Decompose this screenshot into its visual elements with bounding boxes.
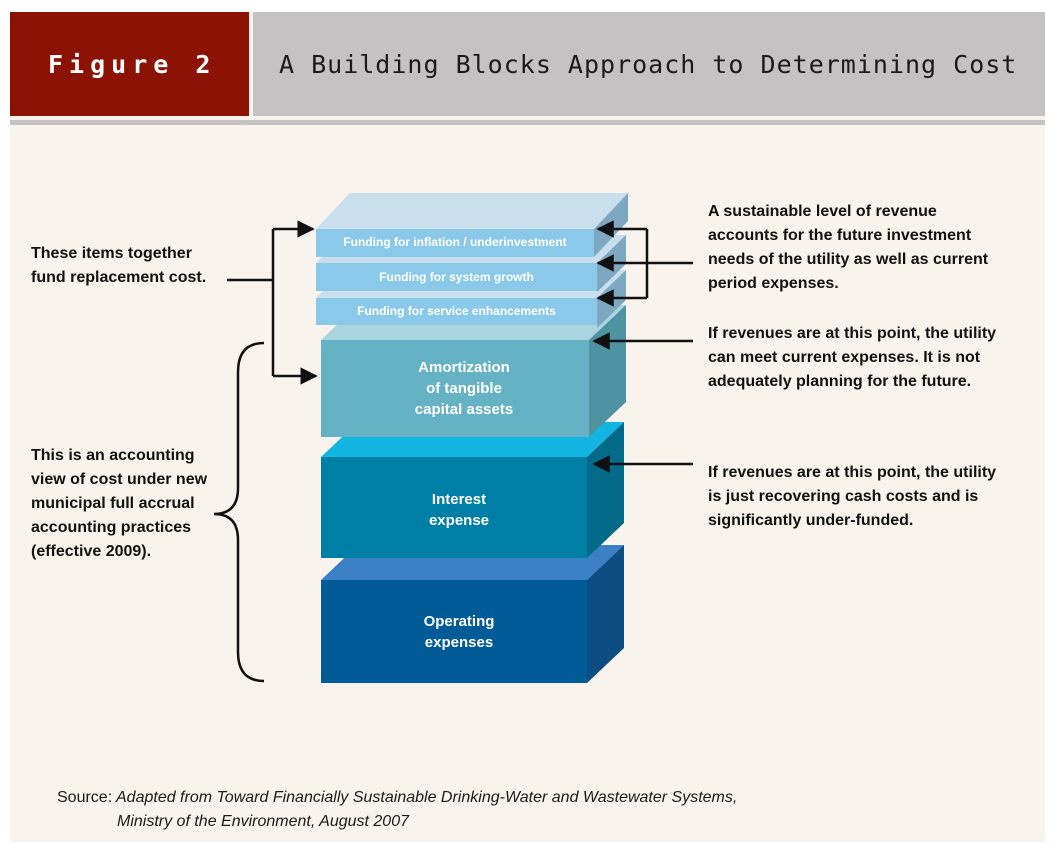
block-growth-label: Funding for system growth	[379, 270, 534, 284]
block-operating-label: Operating expenses	[423, 613, 495, 651]
accounting-brace	[213, 341, 265, 683]
block-interest	[321, 422, 624, 558]
figure-number: Figure 2	[10, 12, 249, 116]
accounting-view-note: This is an accounting view of cost under…	[31, 447, 208, 560]
sustainable-arrows	[596, 220, 693, 307]
source-citation: Source: Adapted from Toward Financially …	[57, 786, 737, 834]
replacement-cost-note: These items together fund replacement co…	[31, 245, 207, 286]
block-inflation-label: Funding for inflation / underinvestment	[343, 235, 567, 249]
figure-title: A Building Blocks Approach to Determinin…	[253, 12, 1045, 116]
cash-costs-note: If revenues are at this point, the utili…	[708, 464, 997, 529]
current-expenses-note: If revenues are at this point, the utili…	[708, 325, 997, 390]
source-line-1: Adapted from Toward Financially Sustaina…	[116, 789, 738, 806]
source-prefix: Source:	[57, 789, 113, 806]
header-rule	[10, 120, 1045, 125]
block-interest-label: Interest expense	[428, 491, 490, 529]
block-amortization-label: Amortization of tangible capital assets	[414, 359, 514, 418]
sustainable-revenue-note: A sustainable level of revenue accounts …	[708, 203, 989, 292]
replacement-bracket	[227, 220, 318, 385]
source-line-2: Ministry of the Environment, August 2007	[117, 813, 409, 830]
block-enhancements-label: Funding for service enhancements	[357, 304, 556, 318]
